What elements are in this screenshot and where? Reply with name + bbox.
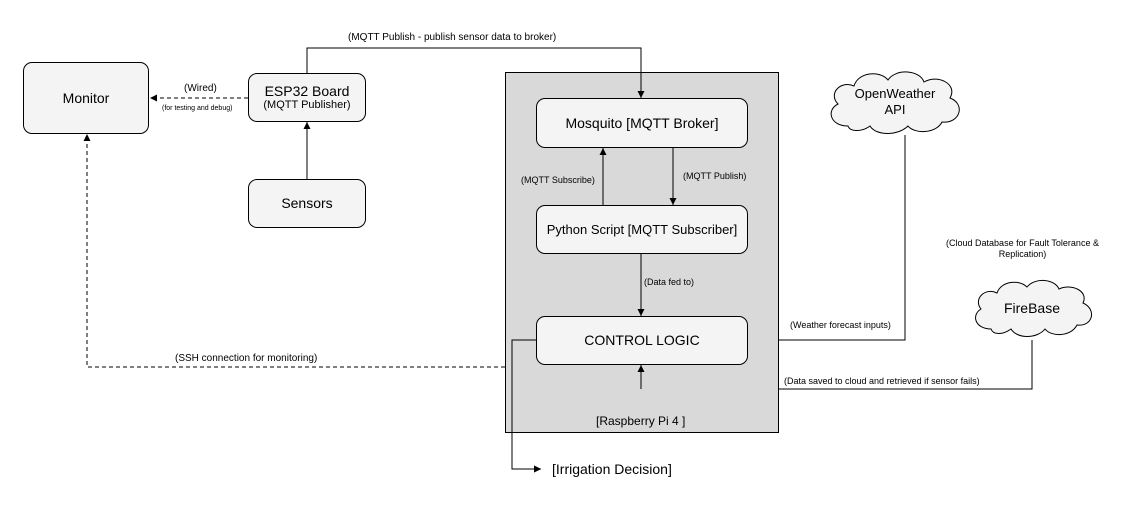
edge-control-to-monitor: [83, 134, 505, 368]
openweather-line2: API: [884, 102, 906, 117]
label-cloud-database-line1: (Cloud Database for Fault Tolerance &: [946, 238, 1099, 248]
irrigation-decision-label: [Irrigation Decision]: [552, 461, 672, 477]
esp32-box: ESP32 Board (MQTT Publisher): [248, 73, 366, 122]
label-wired: (Wired): [184, 83, 217, 94]
sensors-box: Sensors: [248, 179, 366, 228]
label-cloud-database: (Cloud Database for Fault Tolerance & Re…: [940, 238, 1105, 260]
esp32-subtitle: (MQTT Publisher): [263, 99, 351, 112]
monitor-box: Monitor: [23, 62, 149, 134]
edge-weather-to-control: [748, 135, 906, 344]
label-weather-inputs: (Weather forecast inputs): [790, 320, 891, 330]
control-logic-box: CONTROL LOGIC: [536, 316, 748, 365]
label-mqtt-subscribe: (MQTT Subscribe): [521, 175, 595, 185]
mosquito-label: Mosquito [MQTT Broker]: [565, 114, 719, 131]
python-script-label: Python Script [MQTT Subscriber]: [546, 221, 738, 237]
label-data-saved: (Data saved to cloud and retrieved if se…: [784, 376, 980, 386]
firebase-cloud-icon: [975, 280, 1092, 337]
mosquito-broker-box: Mosquito [MQTT Broker]: [536, 98, 748, 148]
label-mqtt-publish-inner: (MQTT Publish): [683, 171, 747, 181]
python-script-box: Python Script [MQTT Subscriber]: [536, 205, 748, 254]
label-cloud-database-line2: Replication): [998, 248, 1047, 259]
control-logic-label: CONTROL LOGIC: [584, 332, 700, 349]
openweather-cloud-icon: [830, 71, 960, 134]
label-data-fed-to: (Data fed to): [644, 277, 695, 287]
esp32-title: ESP32 Board: [264, 82, 350, 99]
label-ssh: (SSH connection for monitoring): [175, 353, 318, 364]
openweather-label: OpenWeather API: [840, 82, 950, 122]
sensors-label: Sensors: [281, 195, 333, 212]
openweather-line1: OpenWeather: [854, 86, 936, 102]
raspberry-pi-label: [Raspberry Pi 4 ]: [596, 414, 686, 428]
monitor-label: Monitor: [62, 89, 110, 106]
label-mqtt-publish-top: (MQTT Publish - publish sensor data to b…: [348, 32, 557, 43]
label-testing-debug: (for testing and debug): [162, 105, 233, 112]
firebase-label-text: FireBase: [1003, 299, 1061, 316]
firebase-label: FireBase: [987, 297, 1077, 319]
